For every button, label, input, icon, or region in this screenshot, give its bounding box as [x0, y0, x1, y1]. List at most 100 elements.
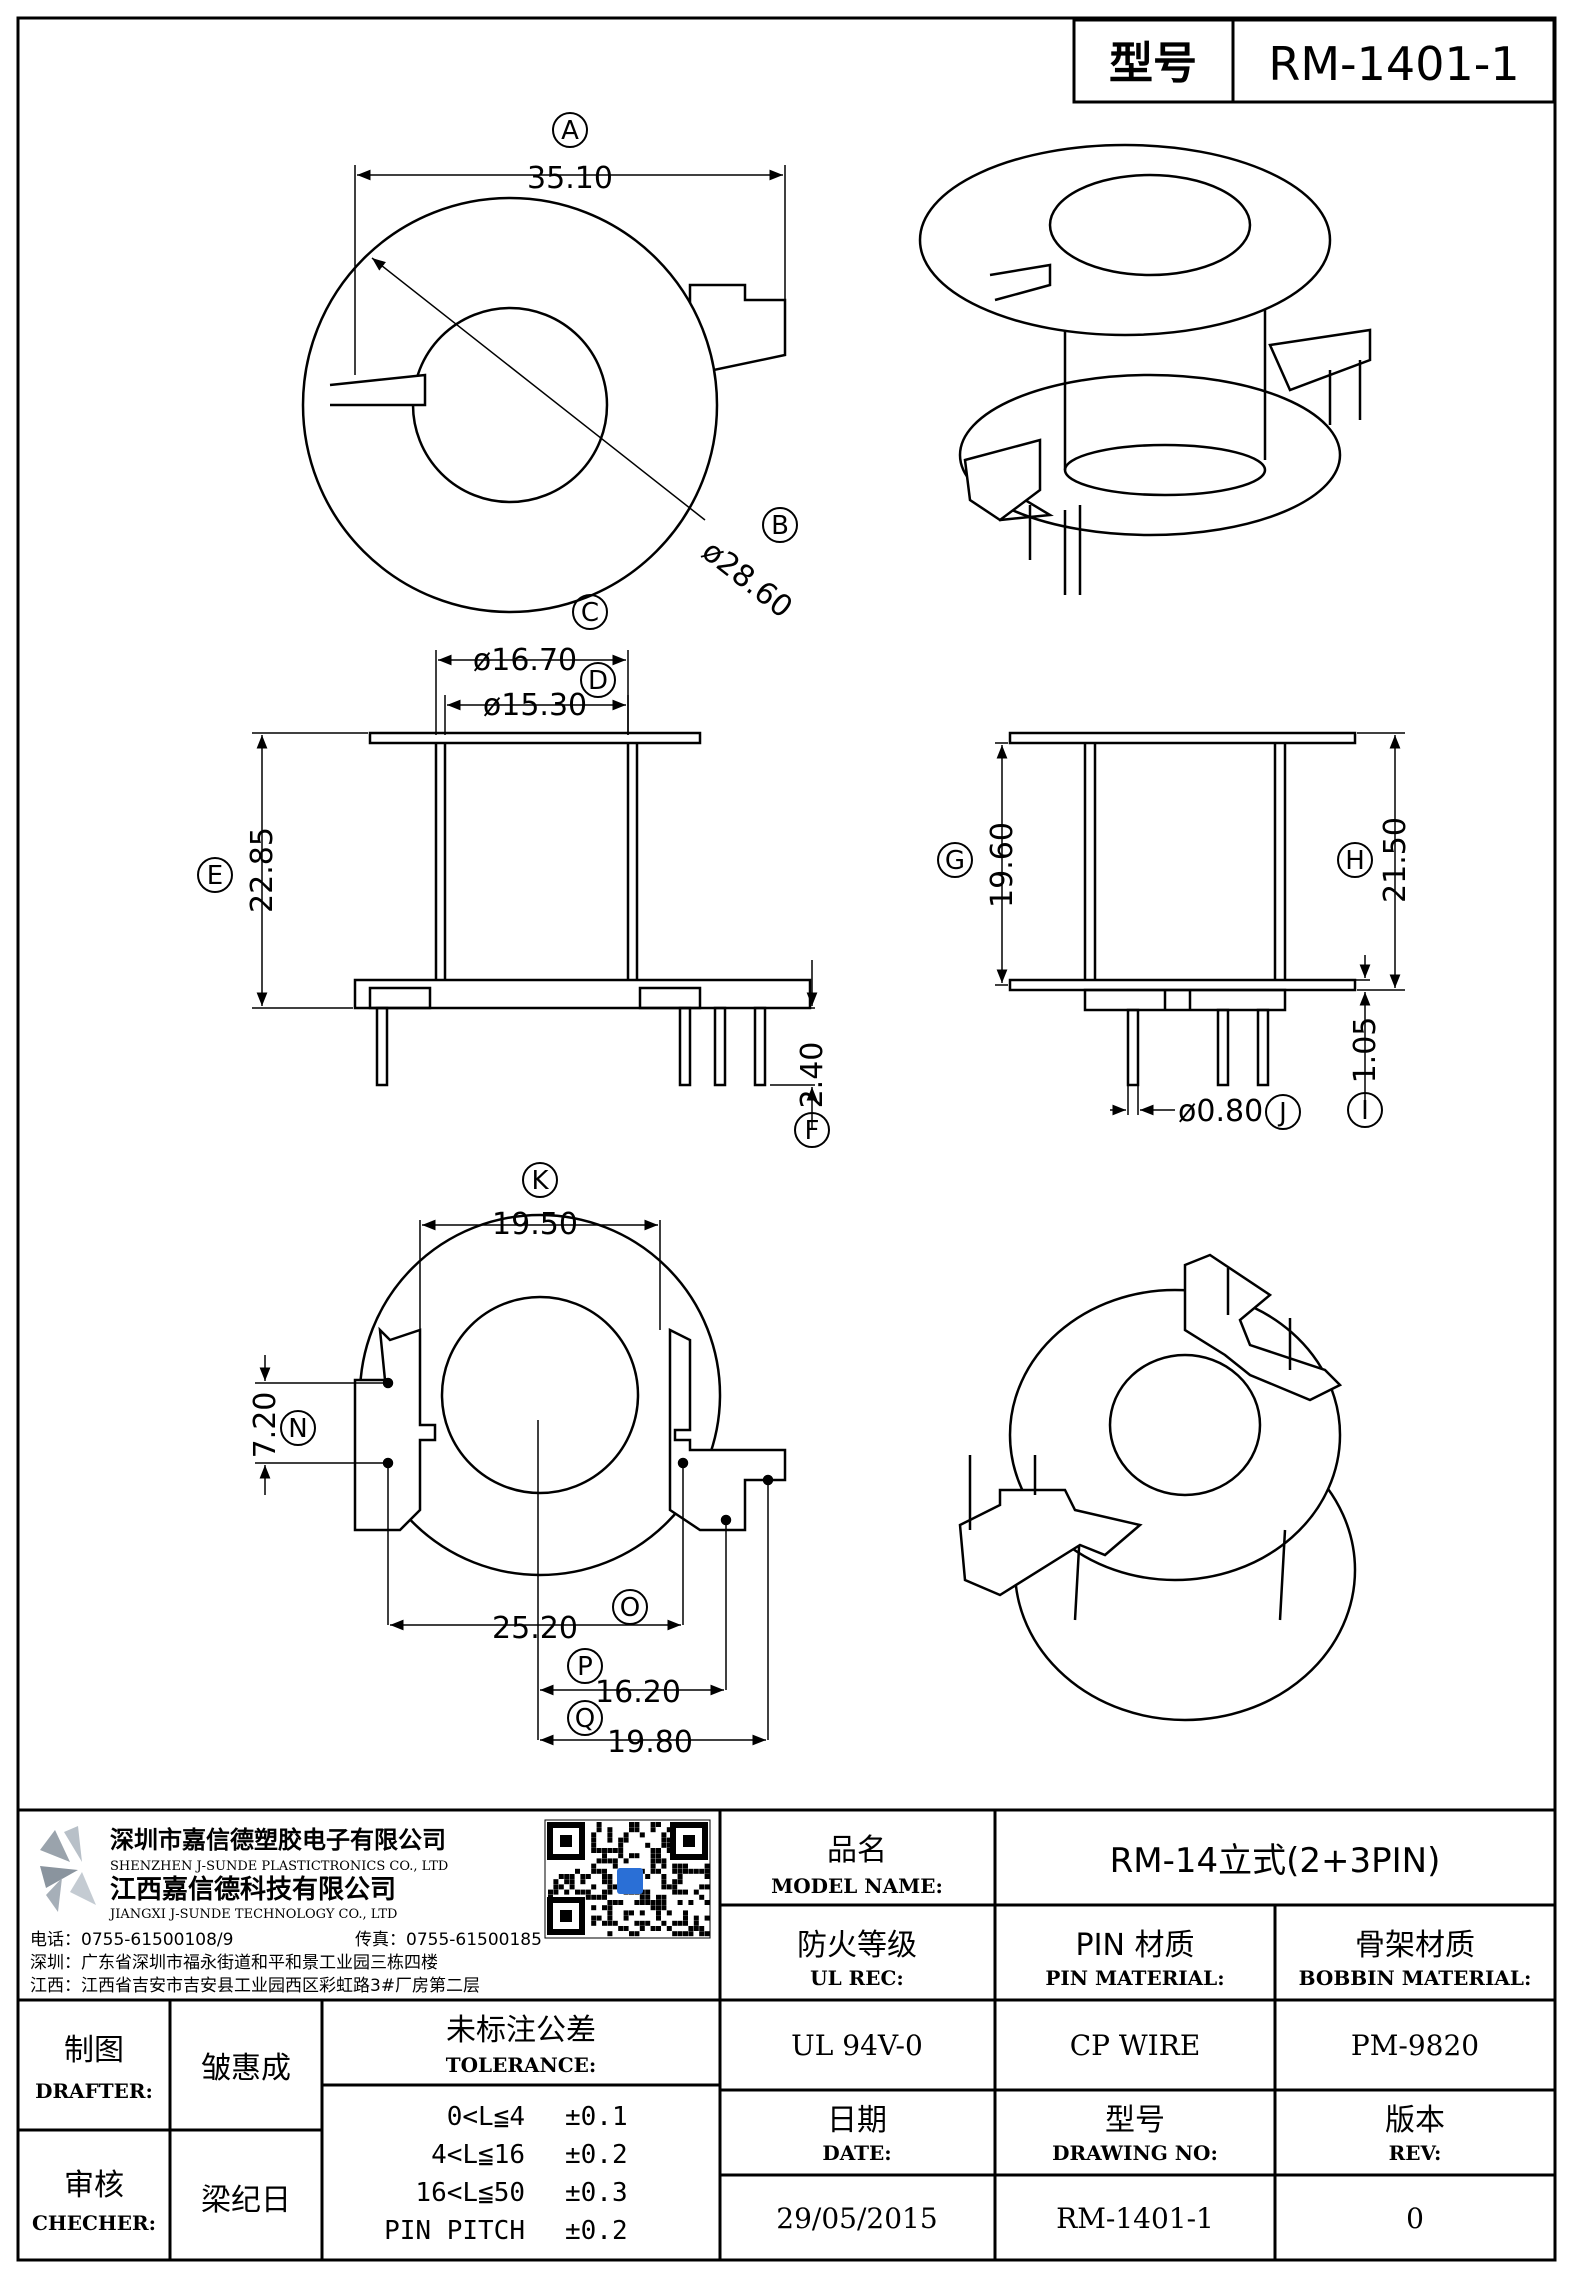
- dim-F-value: 2.40: [795, 1042, 830, 1109]
- bottom-view: [255, 1213, 787, 1740]
- dim-E: 22.85 E: [197, 735, 280, 1006]
- dim-J: ø0.80 J: [1110, 1085, 1301, 1130]
- drafter-label-cn: 制图: [64, 2033, 124, 2068]
- dim-O-value: 25.20: [492, 1611, 578, 1646]
- tolerance-value: ±0.3: [565, 2178, 628, 2208]
- ul-label-cn: 防火等级: [797, 1928, 917, 1963]
- tolerance-label-cn: 未标注公差: [446, 2013, 596, 2048]
- model-name-label-cn: 品名: [827, 1833, 887, 1868]
- drawing-no-label-cn: 型号: [1105, 2103, 1165, 2138]
- dim-H-letter: H: [1345, 846, 1365, 876]
- dim-C-value: ø16.70: [473, 643, 577, 678]
- dim-P-value: 16.20: [595, 1675, 681, 1710]
- bobbin-material-value: PM-9820: [1351, 2029, 1479, 2062]
- drawing-no-value: RM-1401-1: [1056, 2202, 1214, 2235]
- dim-H-value: 21.50: [1378, 817, 1413, 903]
- company-address-jx: 江西：江西省吉安市吉安县工业园西区彩虹路3#厂房第二层: [30, 1976, 480, 1996]
- tolerance-label-en: TOLERANCE:: [446, 2053, 597, 2077]
- ul-label-en: UL REC:: [810, 1966, 904, 1990]
- dim-K-value: 19.50: [492, 1207, 578, 1242]
- tolerance-table: 0<L≦4 ±0.1 4<L≦16 ±0.2 16<L≦50 ±0.3 PIN …: [384, 2102, 628, 2246]
- dim-D: ø15.30 D: [447, 662, 626, 723]
- top-view: [301, 165, 787, 614]
- dim-E-value: 22.85: [245, 827, 280, 913]
- dim-A-value: 35.10: [527, 161, 613, 196]
- dim-C: ø16.70 C: [438, 594, 626, 678]
- tolerance-value: ±0.2: [565, 2140, 628, 2170]
- type-value: RM-1401-1: [1268, 37, 1519, 91]
- dim-A-letter: A: [561, 116, 579, 146]
- dim-E-letter: E: [207, 861, 223, 891]
- dim-O-letter: O: [620, 1593, 640, 1623]
- model-name-label-en: MODEL NAME:: [771, 1874, 943, 1898]
- sheet-border: [16, 16, 1557, 2262]
- company-fax: 传真：0755-61500185: [355, 1930, 542, 1950]
- dim-Q-value: 19.80: [607, 1725, 693, 1760]
- tolerance-value: ±0.1: [565, 2102, 628, 2132]
- type-label: 型号: [1109, 38, 1197, 89]
- dim-F: 2.40 F: [794, 960, 830, 1148]
- dim-P-letter: P: [577, 1652, 593, 1682]
- title-block-grid: [18, 1808, 1555, 2260]
- dim-I-value: 1.05: [1348, 1017, 1383, 1084]
- ul-value: UL 94V-0: [791, 2029, 923, 2062]
- pin-material-label-cn: PIN 材质: [1076, 1928, 1195, 1963]
- type-header-box: 型号 RM-1401-1: [1072, 18, 1556, 104]
- dim-C-letter: C: [581, 598, 599, 628]
- dim-B: ø28.60 B: [695, 507, 799, 626]
- rev-label-cn: 版本: [1385, 2103, 1445, 2138]
- dim-I-letter: I: [1361, 1096, 1369, 1126]
- date-label-en: DATE:: [822, 2141, 891, 2165]
- dim-N: 7.20 N: [248, 1355, 316, 1495]
- dim-J-value: ø0.80: [1178, 1094, 1263, 1129]
- dim-P: 16.20 P: [540, 1648, 724, 1710]
- rev-value: 0: [1406, 2202, 1424, 2235]
- dim-Q: 19.80 Q: [540, 1700, 766, 1760]
- dim-B-value: ø28.60: [695, 534, 799, 626]
- dim-G-value: 19.60: [985, 822, 1020, 908]
- model-name-value: RM-14立式(2+3PIN): [1110, 1841, 1441, 1881]
- company-address-sz: 深圳：广东省深圳市福永街道和平和景工业园三栋四楼: [30, 1953, 438, 1973]
- dim-D-value: ø15.30: [483, 688, 587, 723]
- dim-K-letter: K: [531, 1166, 549, 1196]
- date-value: 29/05/2015: [776, 2202, 937, 2235]
- company-logo: [40, 1826, 96, 1912]
- company2-name-en: JIANGXI J-SUNDE TECHNOLOGY CO., LTD: [108, 1907, 397, 1922]
- dim-H: 21.50 H: [1337, 735, 1413, 988]
- bobbin-material-label-cn: 骨架材质: [1355, 1928, 1475, 1963]
- company-phone: 电话：0755-61500108/9: [30, 1930, 233, 1950]
- tolerance-value: ±0.2: [565, 2216, 628, 2246]
- tolerance-range: 4<L≦16: [431, 2140, 525, 2170]
- tolerance-range: PIN PITCH: [384, 2216, 525, 2246]
- dim-N-value: 7.20: [248, 1392, 283, 1459]
- dim-D-letter: D: [588, 666, 608, 696]
- dim-F-letter: F: [805, 1116, 820, 1146]
- company-name-en: SHENZHEN J-SUNDE PLASTICTRONICS CO., LTD: [110, 1859, 448, 1874]
- pin-material-value: CP WIRE: [1070, 2029, 1201, 2062]
- checker-label-en: CHECHER:: [32, 2211, 156, 2235]
- date-label-cn: 日期: [827, 2103, 887, 2138]
- dim-N-letter: N: [288, 1414, 307, 1444]
- dim-K: 19.50 K: [422, 1162, 658, 1242]
- dim-G-letter: G: [945, 846, 965, 876]
- qr-code: [544, 1819, 711, 1939]
- dim-A: 35.10 A: [357, 112, 783, 196]
- checker-value: 梁纪日: [201, 2183, 291, 2218]
- pin-material-label-en: PIN MATERIAL:: [1045, 1966, 1224, 1990]
- iso-view-bottom: [958, 1253, 1357, 1722]
- dim-O: 25.20 O: [390, 1589, 681, 1646]
- tolerance-range: 16<L≦50: [415, 2178, 525, 2208]
- company-name-cn: 深圳市嘉信德塑胶电子有限公司: [110, 1826, 446, 1854]
- checker-label-cn: 审核: [64, 2168, 124, 2203]
- drafter-value: 皱惠成: [201, 2051, 291, 2086]
- dim-G: 19.60 G: [937, 745, 1020, 983]
- dim-B-letter: B: [771, 511, 789, 541]
- dim-J-letter: J: [1277, 1098, 1287, 1128]
- iso-view-top: [918, 143, 1372, 595]
- bobbin-material-label-en: BOBBIN MATERIAL:: [1299, 1966, 1532, 1990]
- company2-name-cn: 江西嘉信德科技有限公司: [110, 1875, 396, 1905]
- dim-Q-letter: Q: [575, 1704, 595, 1734]
- side-view: [995, 731, 1405, 1087]
- dim-I: 1.05 I: [1347, 955, 1383, 1128]
